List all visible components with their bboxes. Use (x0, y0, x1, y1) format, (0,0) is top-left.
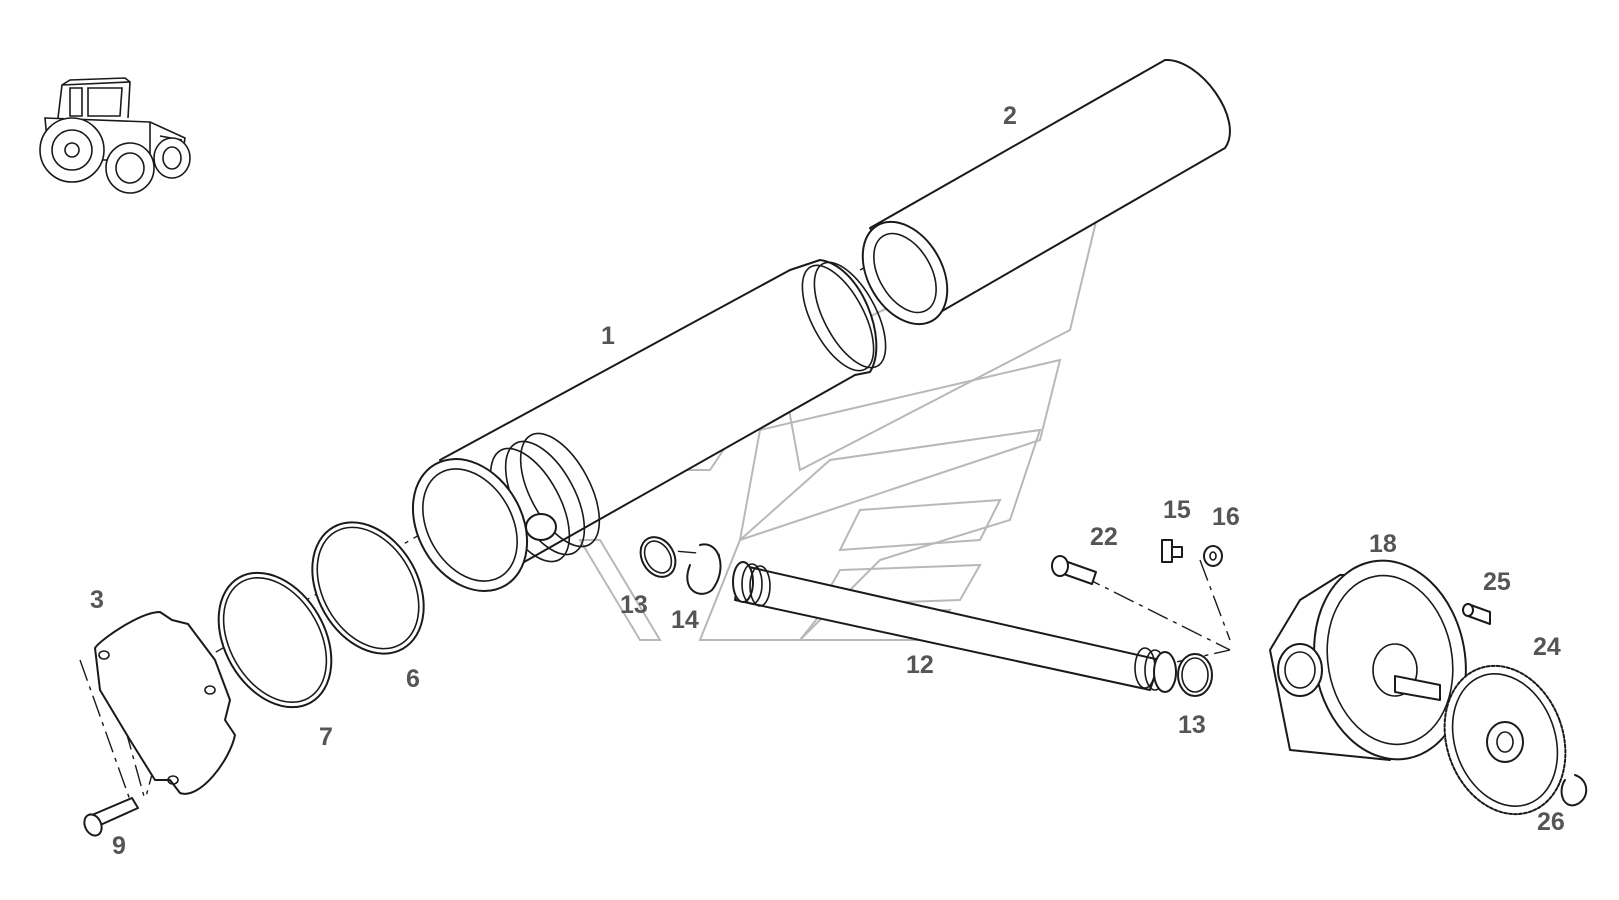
callout-22: 22 (1090, 523, 1118, 551)
screw-part-15 (1161, 539, 1183, 563)
callout-1: 1 (601, 322, 615, 350)
bolt-part-22 (1051, 555, 1097, 585)
callout-26: 26 (1537, 808, 1565, 836)
callout-24: 24 (1533, 633, 1561, 661)
pump-housing-part-18 (1269, 559, 1467, 761)
tractor-icon (39, 77, 191, 194)
shaft-part-12 (732, 561, 1177, 693)
cylinder-part-1 (411, 259, 887, 592)
gear-part-24 (1443, 664, 1567, 816)
callout-15: 15 (1163, 496, 1191, 524)
o-ring-part-13-left (639, 536, 677, 578)
callout-7: 7 (319, 723, 333, 751)
washer-part-16 (1203, 545, 1223, 567)
key-part-25 (1462, 603, 1491, 625)
callout-13-left: 13 (620, 591, 648, 619)
callout-25: 25 (1483, 568, 1511, 596)
callout-13-right: 13 (1178, 711, 1206, 739)
callout-18: 18 (1369, 530, 1397, 558)
o-ring-part-6 (311, 521, 425, 655)
callout-9: 9 (112, 832, 126, 860)
callout-14: 14 (671, 606, 699, 634)
circlip-part-26 (1560, 774, 1588, 807)
callout-16: 16 (1212, 503, 1240, 531)
callout-2: 2 (1003, 102, 1017, 130)
callout-12: 12 (906, 651, 934, 679)
o-ring-part-13-right (1177, 653, 1213, 697)
callout-6: 6 (406, 665, 420, 693)
screw-part-9 (83, 797, 139, 837)
circlip-part-14 (686, 543, 722, 595)
callout-3: 3 (90, 586, 104, 614)
o-ring-part-7 (217, 571, 333, 709)
sleeve-part-2 (861, 58, 1231, 326)
cover-plate-part-3 (94, 611, 236, 795)
